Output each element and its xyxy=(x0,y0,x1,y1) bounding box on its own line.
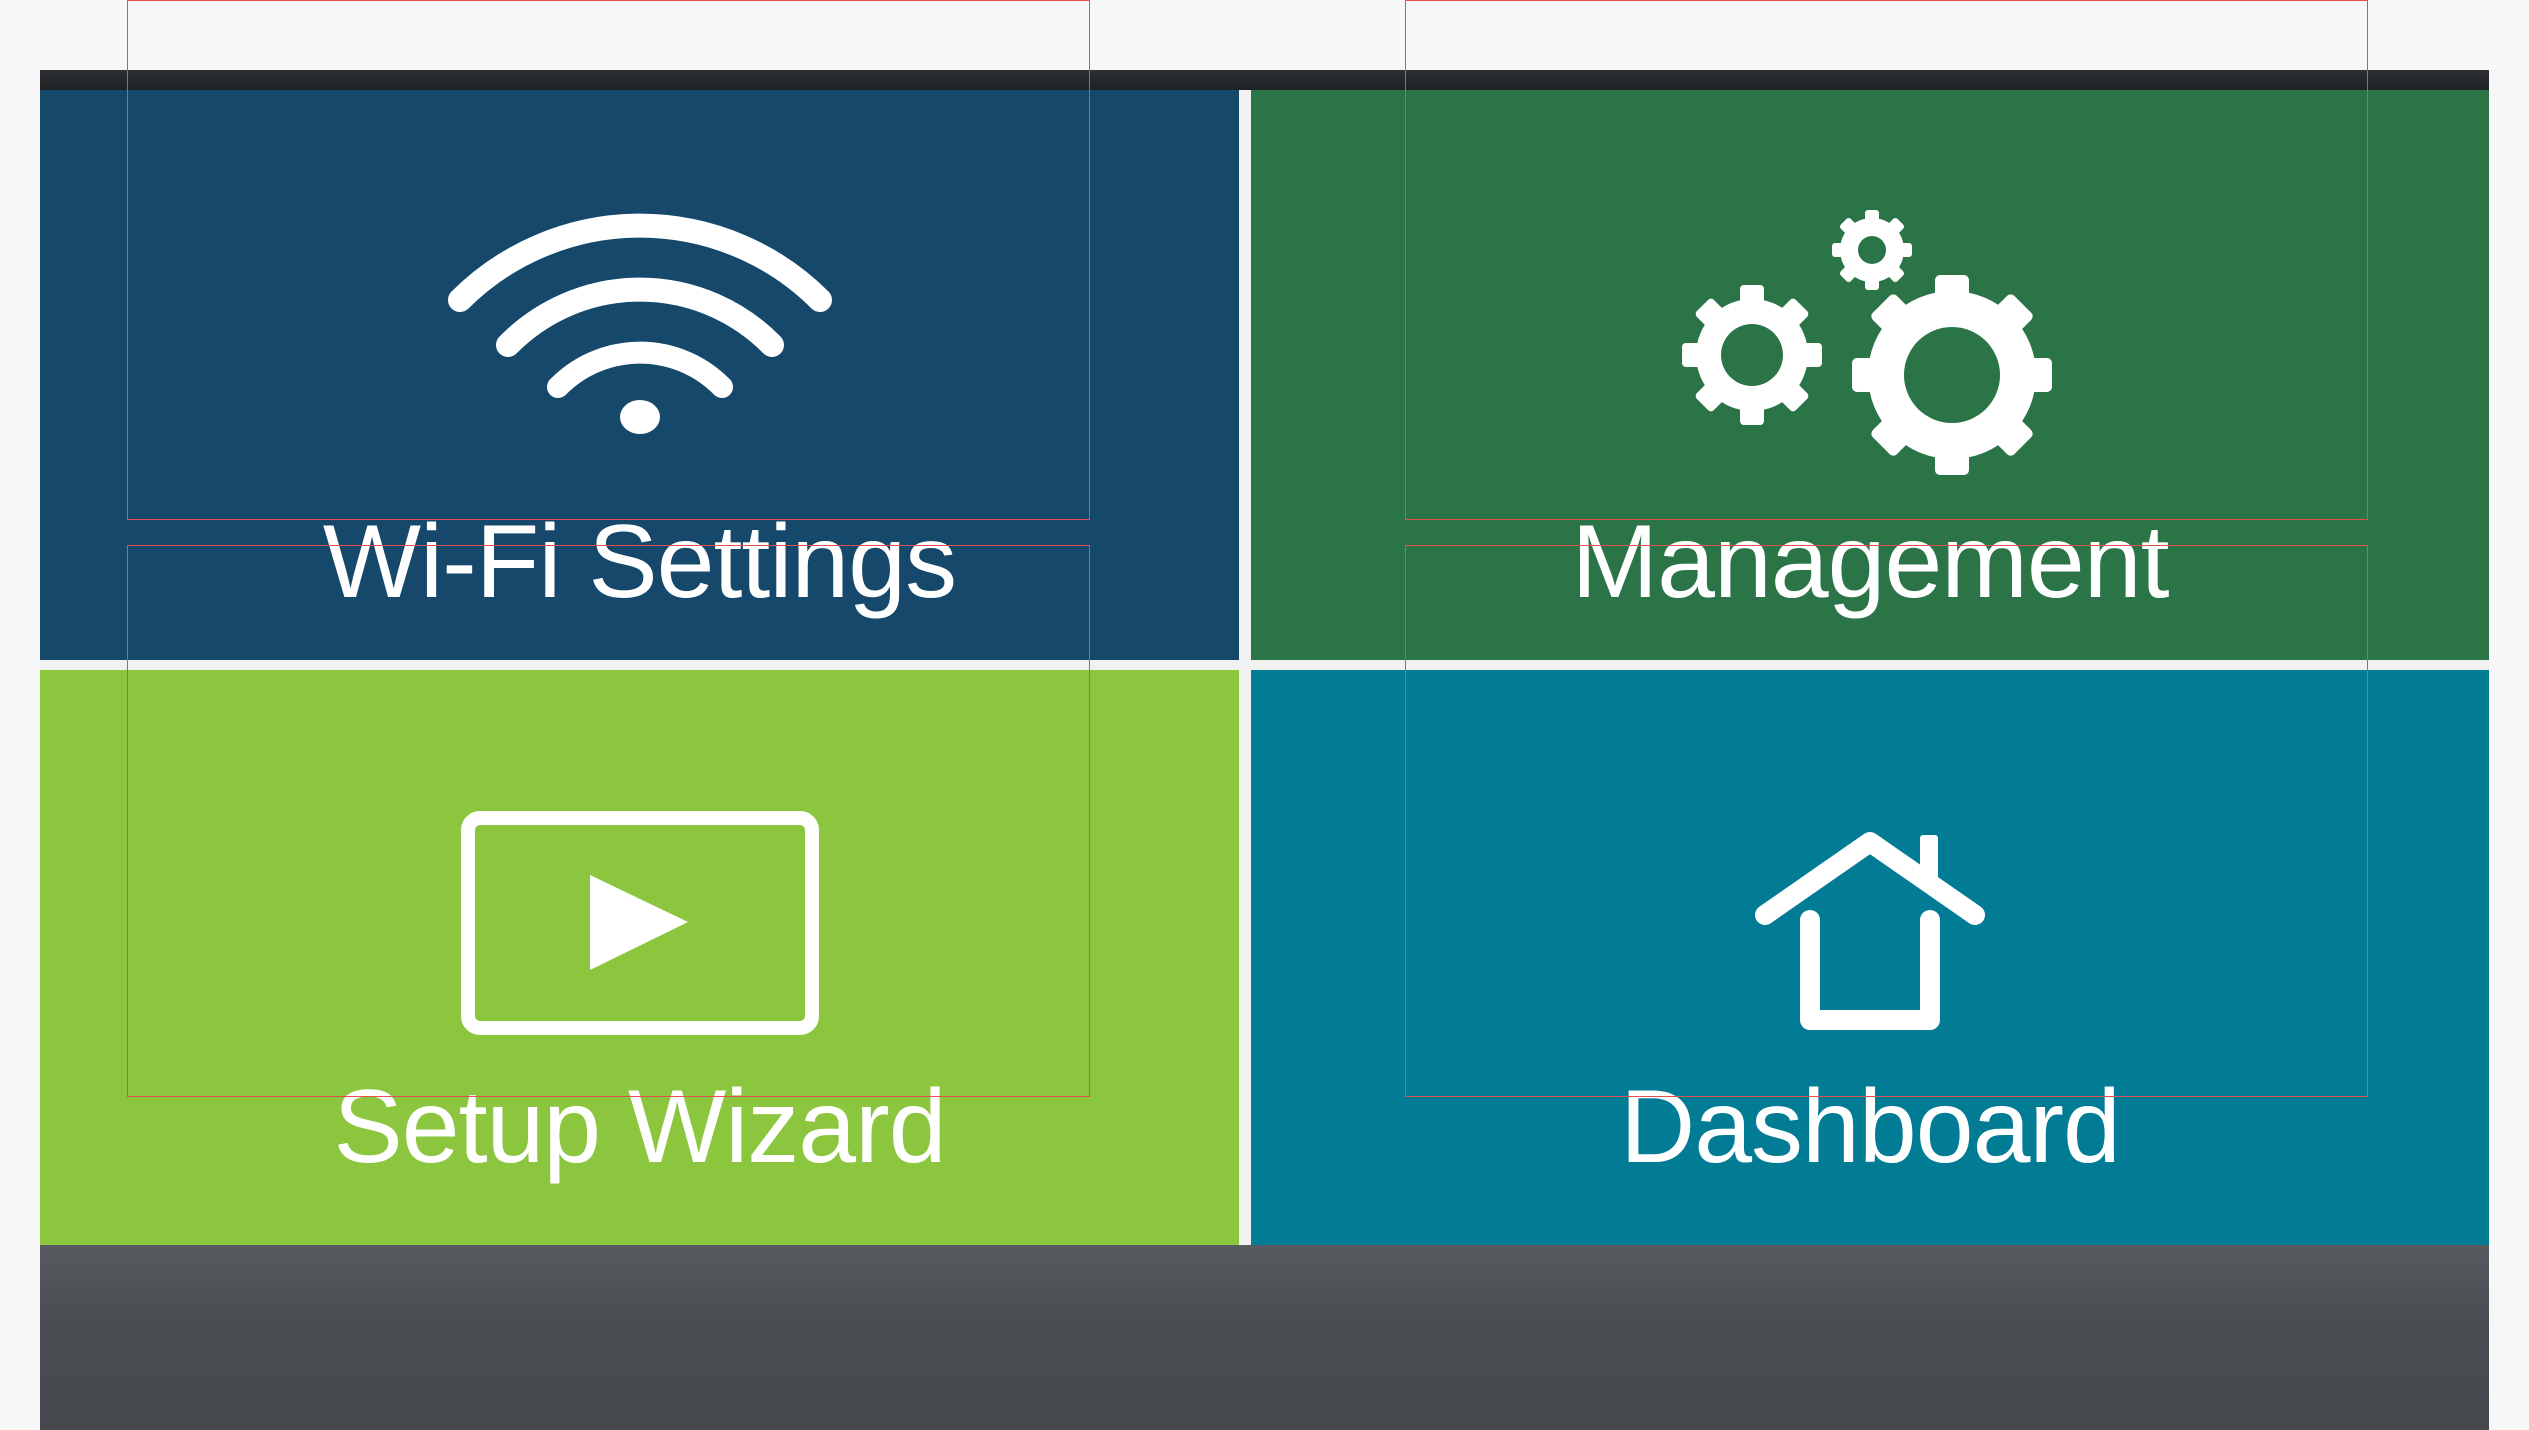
gears-icon xyxy=(1682,210,2052,475)
wifi-settings-tile[interactable]: Wi-Fi Settings xyxy=(40,90,1239,660)
top-shadow-strip xyxy=(40,70,2489,90)
wifi-settings-label: Wi-Fi Settings xyxy=(322,504,957,620)
house-icon xyxy=(1755,832,1985,1030)
bottom-bar xyxy=(40,1245,2489,1430)
setup-wizard-label: Setup Wizard xyxy=(333,1069,946,1185)
main-menu-grid: Wi-Fi Settings xyxy=(40,90,2489,1245)
management-tile[interactable]: Management xyxy=(1251,90,2489,660)
setup-wizard-tile[interactable]: Setup Wizard xyxy=(40,670,1239,1245)
wifi-icon xyxy=(447,213,832,434)
dashboard-label: Dashboard xyxy=(1620,1069,2121,1185)
dashboard-tile[interactable]: Dashboard xyxy=(1251,670,2489,1245)
app-frame: Wi-Fi Settings xyxy=(40,70,2489,1430)
play-icon xyxy=(460,811,819,1035)
management-label: Management xyxy=(1571,504,2169,620)
